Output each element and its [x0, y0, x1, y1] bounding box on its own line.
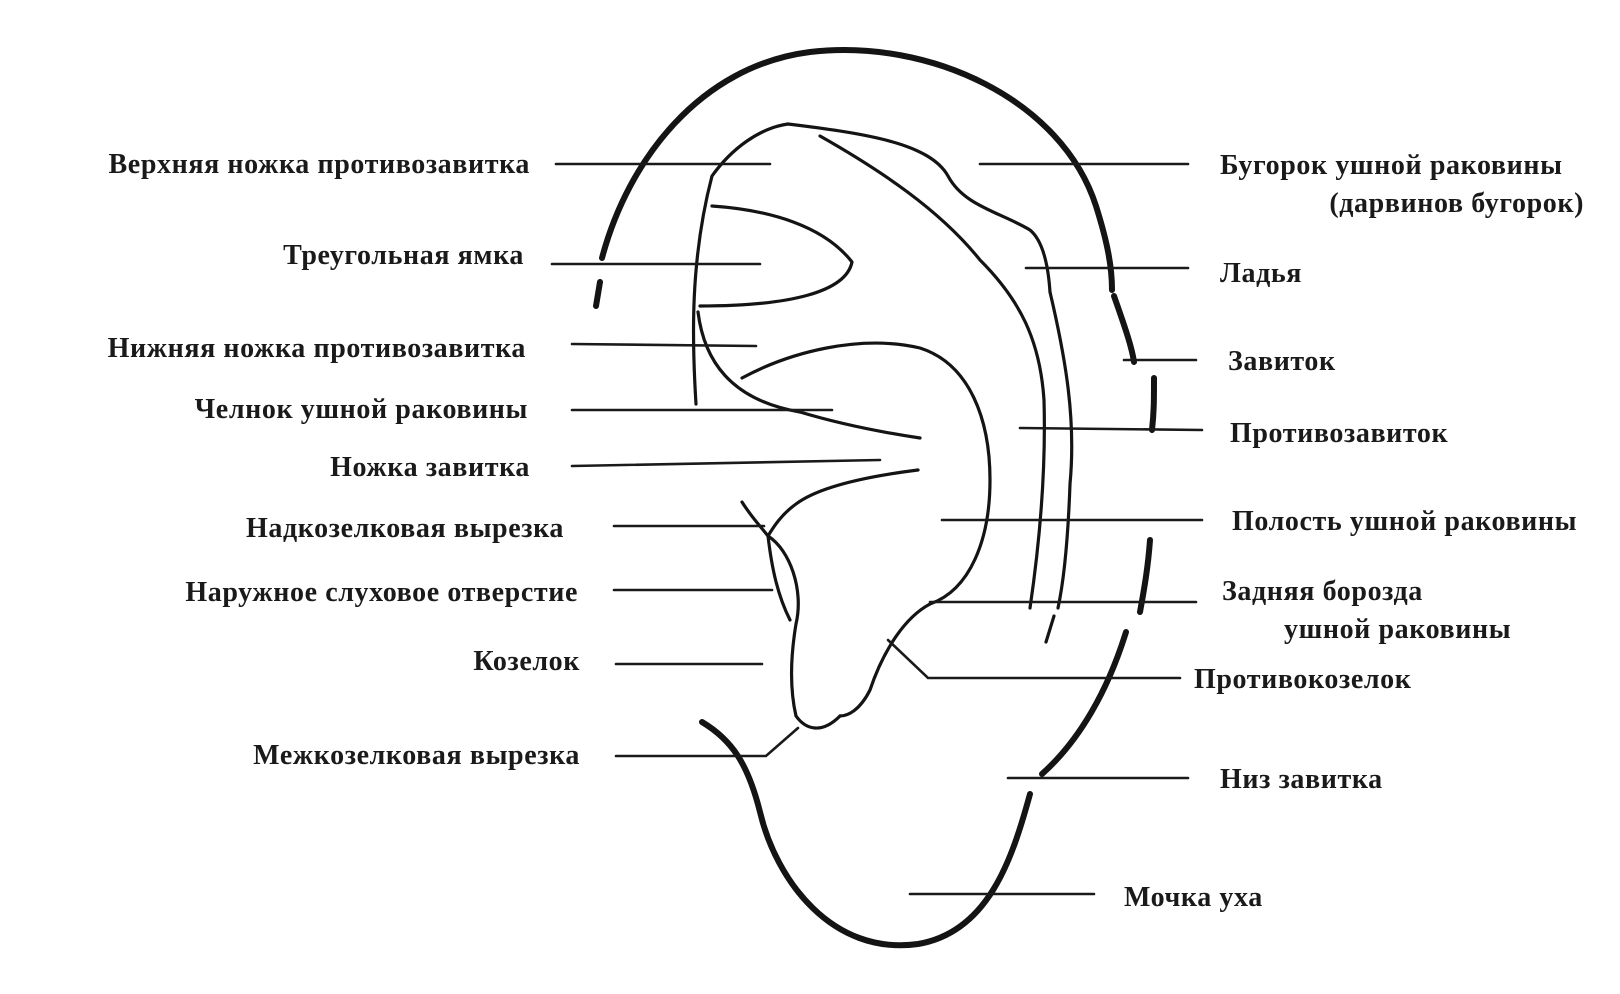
antitragus-outline	[838, 602, 932, 718]
leader-antihelix	[1018, 426, 1204, 432]
inner-helix-fold	[691, 122, 790, 406]
antihelix-inner-line	[818, 134, 1046, 610]
label-intertragic: Межкозелковая вырезка	[253, 740, 580, 771]
helix-outline-top	[599, 47, 1115, 293]
leader-crus-helix	[570, 458, 882, 468]
label-tubercle-line1: Бугорок ушной раковины	[1220, 150, 1563, 181]
crus-helix-line	[766, 468, 920, 538]
lower-crus-line	[696, 310, 922, 440]
helix-outline-right-mid	[1149, 375, 1157, 433]
label-tragus: Козелок	[473, 646, 580, 677]
label-helix: Завиток	[1228, 346, 1336, 377]
label-acoustic-opening: Наружное слуховое отверстие	[185, 577, 578, 608]
tragus-outline	[766, 534, 842, 730]
label-helix-tail: Низ завитка	[1220, 764, 1383, 795]
label-earlobe: Мочка уха	[1124, 882, 1263, 913]
helix-outline-right-upper	[1111, 293, 1137, 365]
label-supratragic: Надкозелковая вырезка	[246, 513, 564, 544]
label-tubercle-line2: (дарвинов бугорок)	[1329, 188, 1584, 219]
label-cymba: Челнок ушной раковины	[195, 394, 528, 425]
upper-crus-line	[786, 122, 1052, 294]
antihelix-outer-dash	[1044, 614, 1056, 644]
label-scapha: Ладья	[1220, 258, 1302, 289]
leader-intertragic	[614, 726, 800, 758]
helix-outline-left-dash	[593, 279, 603, 309]
label-cavity: Полость ушной раковины	[1232, 506, 1577, 537]
ear-drawing	[593, 47, 1157, 949]
label-posterior-groove-line2: ушной раковины	[1284, 614, 1511, 645]
label-upper-crus: Верхняя ножка противозавитка	[109, 149, 530, 180]
label-antihelix: Противозавиток	[1230, 418, 1448, 449]
acoustic-opening-outline	[766, 534, 792, 622]
earlobe-outline	[699, 719, 1033, 949]
helix-outline-tail	[1039, 629, 1129, 777]
antihelix-outer-line	[1048, 290, 1074, 610]
left-labels: Верхняя ножка противозавитка Треугольная…	[108, 149, 580, 771]
label-crus-helix: Ножка завитка	[330, 452, 530, 483]
supratragic-stroke	[740, 500, 770, 538]
triangular-fossa-outline	[698, 204, 854, 308]
label-posterior-groove-line1: Задняя борозда	[1222, 576, 1423, 607]
label-triangular-fossa: Треугольная ямка	[283, 240, 524, 271]
cymba-upper-line	[740, 341, 992, 606]
label-lower-crus: Нижняя ножка противозавитка	[108, 333, 526, 364]
label-antitragus: Противокозелок	[1194, 664, 1412, 695]
right-leaders	[886, 162, 1204, 896]
left-leaders	[550, 162, 882, 758]
helix-outline-right-lower	[1137, 537, 1153, 615]
leader-antitragus	[886, 638, 1182, 680]
right-labels: Бугорок ушной раковины (дарвинов бугорок…	[1124, 150, 1584, 913]
leader-lower-crus	[570, 342, 758, 348]
